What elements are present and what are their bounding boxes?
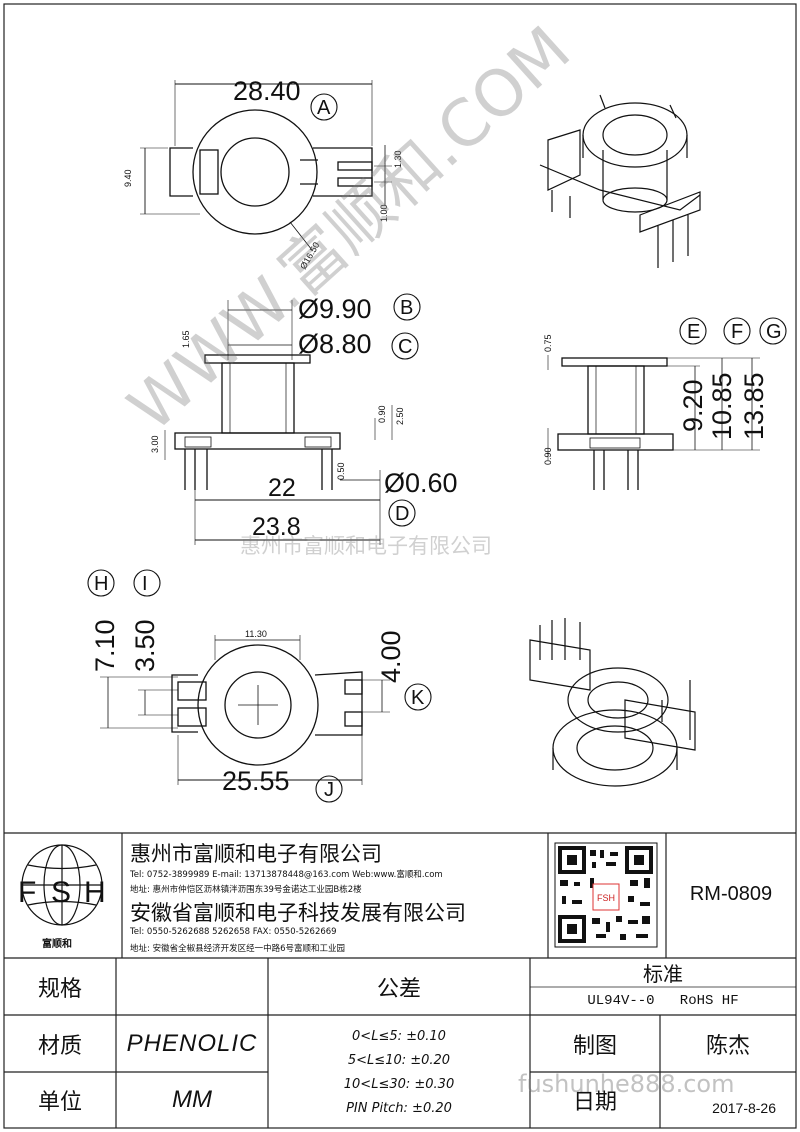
isometric-view-bottom	[529, 618, 696, 787]
isometric-view-top	[539, 94, 701, 268]
tag-k: K	[411, 687, 425, 709]
tag-a: A	[317, 97, 331, 119]
company-2-address: 地址: 安徽省全椒县经济开发区经一中路6号富顺和工业园	[130, 944, 345, 954]
logo-letter-h: H	[84, 876, 106, 909]
dim-22: 22	[268, 474, 296, 502]
dim-7-10: 7.10	[90, 619, 120, 672]
company-2-contact: Tel: 0550-5262688 5262658 FAX: 0550-5262…	[130, 927, 337, 937]
unit-label: 单位	[37, 1090, 82, 1115]
tag-g: G	[766, 321, 782, 343]
company-2-name: 安徽省富顺和电子科技发展有限公司	[130, 901, 466, 925]
dim-1-00: 1.00	[379, 204, 389, 222]
spec-label: 规格	[37, 976, 82, 1002]
company-1-contact: Tel: 0752-3899989 E-mail: 13713878448@16…	[130, 870, 443, 880]
tolerance-row: 0<L≤5: ±0.10	[352, 1029, 446, 1044]
top-view	[140, 80, 392, 251]
dim-9-40: 9.40	[123, 169, 133, 187]
right-view	[547, 355, 760, 490]
date-label: 日期	[572, 1090, 617, 1115]
dim-9-20: 9.20	[678, 379, 708, 432]
logo-caption: 富顺和	[42, 939, 72, 950]
fsh-logo	[21, 844, 103, 926]
qr-label: FSH	[597, 893, 615, 903]
logo-letter-f: F	[18, 876, 36, 909]
logo-letter-s: S	[51, 876, 71, 909]
tag-h: H	[94, 573, 108, 595]
material-value: PHENOLIC	[126, 1029, 258, 1057]
tolerance-row: 5<L≤10: ±0.20	[347, 1053, 451, 1068]
date-value: 2017-8-26	[712, 1100, 776, 1116]
company-1-address: 地址: 惠州市仲恺区沥林镇泮沥围东39号金诺达工业园B栋2楼	[130, 885, 362, 895]
tag-e: E	[687, 321, 700, 343]
tag-i: I	[142, 573, 148, 595]
unit-value: MM	[172, 1086, 212, 1113]
dim-28-40: 28.40	[233, 76, 301, 106]
title-block-grid	[4, 832, 796, 1128]
dim-13-85: 13.85	[739, 372, 769, 440]
spec-value	[116, 958, 268, 1015]
material-label: 材质	[37, 1033, 82, 1059]
dim-0-75: 0.75	[543, 334, 553, 352]
qr-code	[554, 842, 658, 948]
dim-8-80: Ø8.80	[298, 329, 372, 359]
tolerance-row: PIN Pitch: ±0.20	[346, 1101, 452, 1116]
dim-0-60: Ø0.60	[384, 468, 458, 498]
tag-d: D	[395, 503, 409, 525]
dim-3-50: 3.50	[130, 619, 160, 672]
dim-11-30: 11.30	[245, 629, 267, 639]
tolerance-list: 0<L≤5: ±0.10 5<L≤10: ±0.20 10<L≤30: ±0.3…	[268, 1025, 530, 1121]
side-view	[164, 300, 393, 545]
tag-j: J	[324, 779, 334, 801]
dim-0-50: 0.50	[336, 462, 346, 480]
tag-f: F	[731, 321, 743, 343]
dim-0-90-right: 0.90	[543, 447, 553, 465]
dim-3-00: 3.00	[150, 435, 160, 453]
tag-b: B	[400, 297, 413, 319]
tolerance-row: 10<L≤30: ±0.30	[343, 1077, 455, 1092]
tolerance-label: 公差	[376, 976, 421, 1002]
dim-25-55: 25.55	[222, 766, 290, 796]
watermark-company: 惠州市富顺和电子有限公司	[240, 534, 492, 558]
dim-0-90-side: 0.90	[377, 405, 387, 423]
dim-1-30: 1.30	[393, 150, 403, 168]
dim-1-65: 1.65	[181, 330, 191, 348]
tag-c: C	[398, 336, 412, 358]
company-1-name: 惠州市富顺和电子有限公司	[130, 842, 382, 866]
drawn-label: 制图	[572, 1033, 617, 1059]
drawn-value: 陈杰	[705, 1033, 750, 1059]
watermark-site: fushunhe888.com	[518, 1070, 735, 1098]
dim-10-85: 10.85	[707, 372, 737, 440]
standard-value: UL94V--0 RoHS HF	[587, 993, 739, 1009]
standard-label: 标准	[643, 962, 683, 986]
dim-4-00: 4.00	[376, 630, 406, 683]
part-number: RM-0809	[689, 882, 773, 905]
dim-9-90: Ø9.90	[298, 294, 372, 324]
dim-23-8: 23.8	[252, 513, 301, 541]
dim-2-50: 2.50	[395, 407, 405, 425]
bottom-view	[100, 635, 390, 785]
